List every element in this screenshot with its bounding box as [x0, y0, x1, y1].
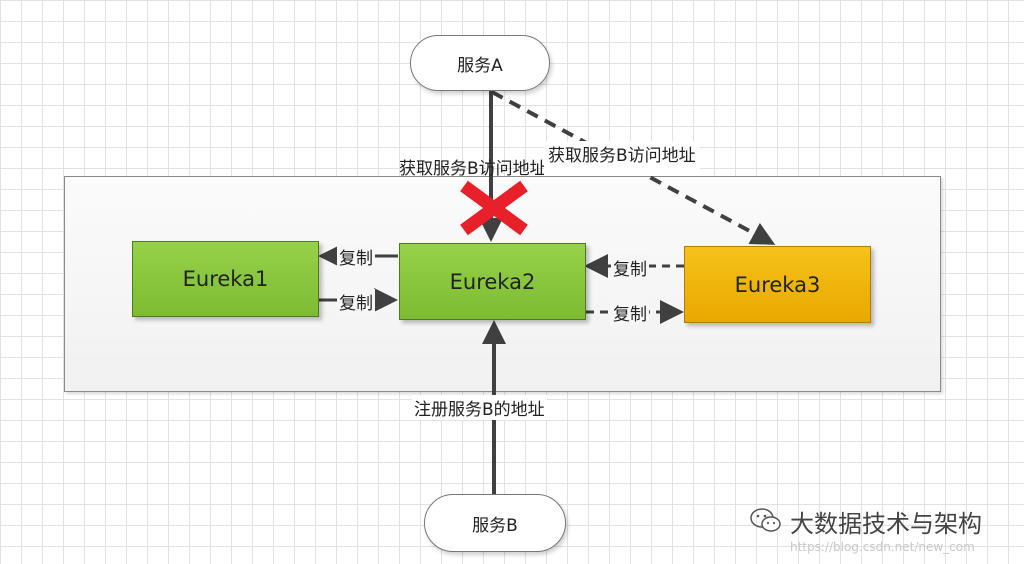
- eureka1-node: Eureka1: [132, 241, 319, 317]
- access-address-text: 获取服务B访问地址: [548, 146, 696, 166]
- service-b-node: 服务B: [424, 494, 566, 552]
- eureka1-label: Eureka1: [182, 267, 269, 291]
- eureka3-label: Eureka3: [734, 272, 821, 297]
- service-a-node: 服务A: [410, 35, 550, 91]
- replicate-label-4: 复制: [611, 300, 649, 325]
- watermark-url: https://blog.csdn.net/new_com: [790, 540, 975, 554]
- replicate-text-4: 复制: [613, 305, 647, 325]
- eureka2-node: Eureka2: [399, 243, 586, 320]
- replicate-label-3: 复制: [611, 255, 649, 280]
- replicate-text-2: 复制: [339, 294, 373, 314]
- blocked-access-label-wrap: 获取服务B访问地址: [399, 154, 545, 179]
- service-b-label: 服务B: [472, 515, 518, 536]
- wechat-icon: [750, 508, 781, 532]
- access-address-label: 获取服务B访问地址: [544, 141, 700, 176]
- replicate-label-2: 复制: [337, 289, 375, 314]
- watermark-title: 大数据技术与架构: [790, 510, 982, 538]
- blocked-access-label: 获取服务B访问地址: [399, 159, 545, 179]
- eureka2-label: Eureka2: [449, 269, 536, 294]
- service-a-label: 服务A: [457, 55, 503, 76]
- replicate-text-1: 复制: [339, 249, 373, 269]
- register-text: 注册服务B的地址: [414, 400, 545, 420]
- blocked-x-icon: [460, 180, 528, 236]
- register-label: 注册服务B的地址: [412, 395, 547, 420]
- arrow-a-to-eureka3: [491, 90, 776, 245]
- eureka3-node: Eureka3: [684, 246, 871, 323]
- replicate-text-3: 复制: [613, 260, 647, 280]
- replicate-label-1: 复制: [337, 244, 375, 269]
